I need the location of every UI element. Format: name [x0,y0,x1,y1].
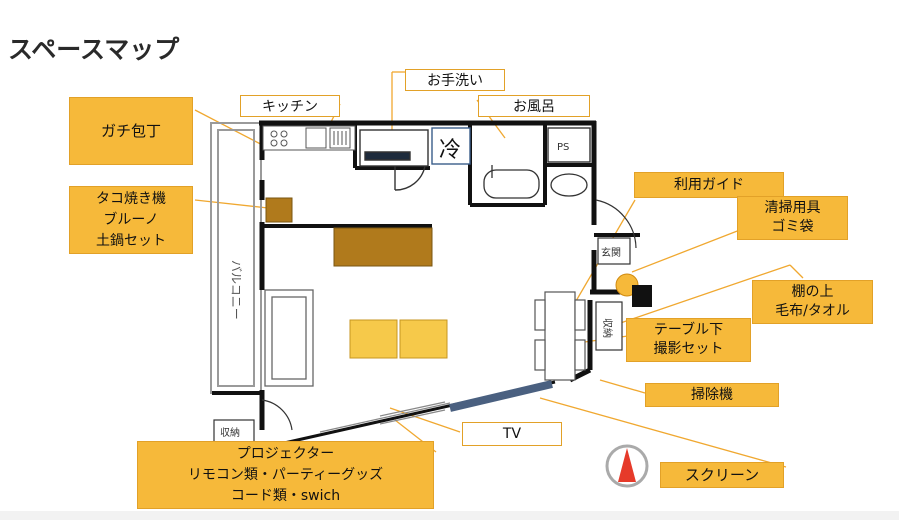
sofa [264,289,314,387]
dining-table [534,291,586,381]
cushion-right [399,319,448,359]
toilet [359,129,429,191]
outer-walls [259,120,640,430]
entrance-label: 玄関 [601,246,621,259]
storage-right [595,301,623,351]
compass-icon [605,444,649,488]
note-shelf: 棚の上 毛布/タオル [752,280,873,324]
balcony [210,122,262,394]
bathtub [483,165,540,199]
note-knife: ガチ包丁 [69,97,193,165]
storage-right-label: 収納 [601,318,614,338]
note-screen: スクリーン [660,462,784,488]
ps-label: PS [557,142,569,153]
fridge-label: 冷 [439,138,461,163]
note-cleaning: 清掃用具 ゴミ袋 [737,196,848,240]
bottom-window-wall [261,380,556,450]
tag-handwash: お手洗い [405,69,505,91]
note-projector: プロジェクター リモコン類・パーティーグッズ コード類・swich [137,441,434,509]
note-takoyaki: タコ焼き機 ブルーノ 土鍋セット [69,186,193,254]
washbasin [550,173,588,197]
tag-tv: TV [462,422,562,446]
bottom-rule [0,511,899,520]
entrance-box [597,237,631,265]
ps-box [547,127,591,163]
kitchen-stove [262,125,356,151]
storage-left-label: 収納 [220,426,240,439]
note-under-table: テーブル下 撮影セット [626,318,751,362]
note-guide: 利用ガイド [634,172,784,198]
takoyaki-cabinet [265,197,293,223]
balcony-label: バルコニー [229,260,243,320]
kitchen-island [333,227,433,267]
page-title: スペースマップ [8,35,180,64]
cushion-left [349,319,398,359]
cleaning-cabinet [632,285,652,307]
tag-kitchen: キッチン [240,95,340,117]
note-vacuum: 掃除機 [645,383,779,407]
fridge-box [431,127,471,165]
tag-bath: お風呂 [478,95,590,117]
